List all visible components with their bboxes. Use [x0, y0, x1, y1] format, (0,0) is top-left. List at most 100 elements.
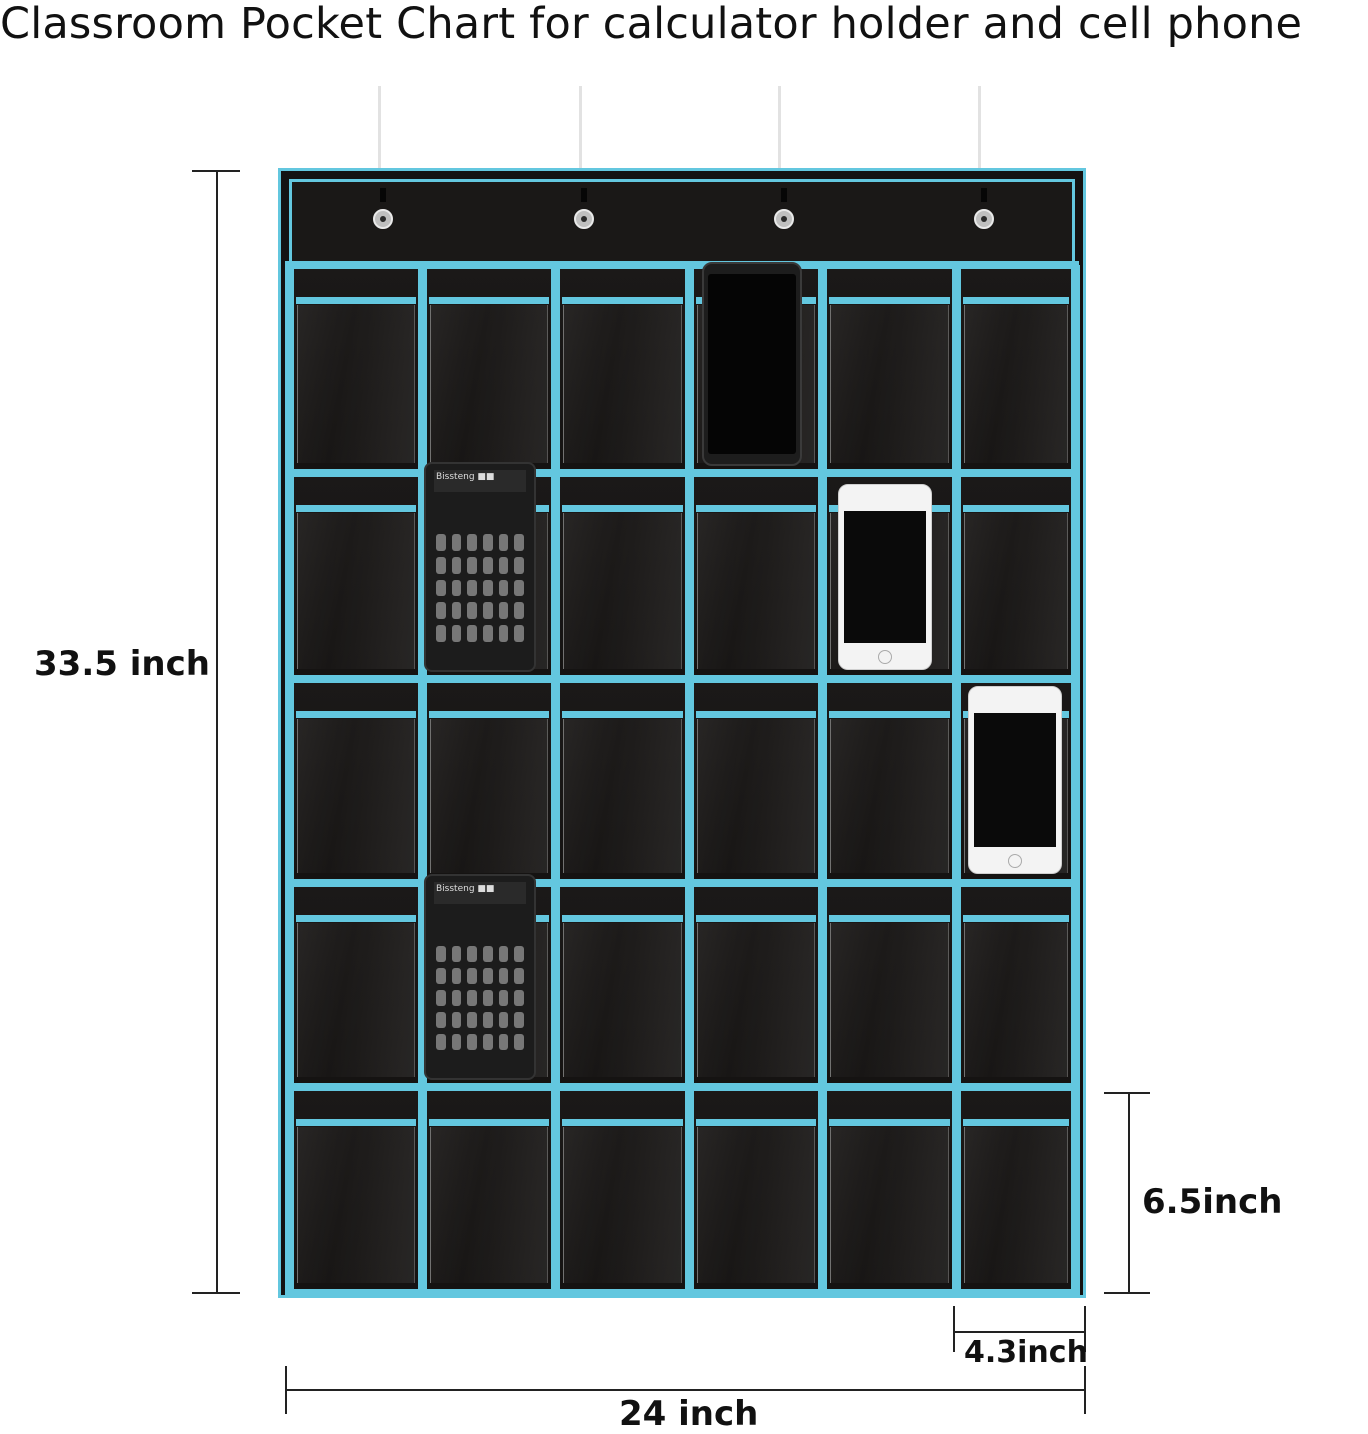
height-dimension-cap [192, 1292, 240, 1294]
trim-strip-vertical [952, 265, 961, 1295]
pocket-lip [296, 1119, 416, 1126]
trim-strip-horizontal [285, 1289, 1079, 1297]
trim-strip-vertical [818, 265, 827, 1295]
calculator-key [436, 602, 446, 620]
pocket-clear-sleeve [830, 305, 949, 463]
trim-strip-horizontal [285, 879, 1079, 887]
hook-icon [781, 188, 787, 202]
calculator-key [467, 579, 477, 597]
trim-strip-horizontal [285, 469, 1079, 477]
grommet-icon [774, 209, 794, 229]
calculator-key [436, 556, 446, 574]
trim-strip-vertical [285, 265, 294, 1295]
pocket-clear-sleeve [964, 923, 1068, 1077]
calculator-key [467, 990, 477, 1006]
pocket-lip [829, 915, 950, 922]
pocket-height-dimension-cap [1104, 1292, 1150, 1294]
pocket [827, 683, 952, 879]
calculator-key [514, 990, 524, 1006]
pocket-lip [829, 1119, 950, 1126]
calculator: Bissteng ■■ [424, 874, 536, 1080]
width-dimension-cap [1084, 1366, 1086, 1414]
pocket-lip [562, 915, 683, 922]
trim-strip-vertical [418, 265, 427, 1295]
pocket-lip [562, 505, 683, 512]
hanging-string [978, 86, 981, 170]
pocket-lip [296, 505, 416, 512]
calculator-key [467, 1034, 477, 1050]
pocket [694, 887, 818, 1083]
pocket-lip [963, 915, 1069, 922]
calculator-keys [436, 534, 524, 642]
phone-black [702, 262, 802, 466]
pocket-clear-sleeve [297, 513, 415, 669]
pocket [827, 887, 952, 1083]
pocket [961, 1091, 1071, 1289]
trim-strip-vertical [685, 265, 694, 1295]
calculator-key [467, 534, 477, 551]
calculator-key [498, 1034, 509, 1050]
pocket-clear-sleeve [297, 305, 415, 463]
calculator-key [483, 990, 493, 1006]
grommet-icon [373, 209, 393, 229]
pocket-clear-sleeve [830, 923, 949, 1077]
trim-strip-vertical [551, 265, 560, 1295]
calculator-key [467, 946, 477, 962]
calculator-key [467, 968, 477, 984]
calculator-key [514, 534, 524, 551]
pocket-lip [429, 1119, 549, 1126]
pocket [694, 683, 818, 879]
pocket [427, 269, 551, 469]
pocket-lip [696, 915, 816, 922]
pocket-width-label: 4.3inch [964, 1335, 1088, 1370]
pocket [560, 683, 685, 879]
pocket-clear-sleeve [697, 719, 815, 873]
calculator-key [498, 1012, 509, 1028]
calculator-key [483, 625, 493, 642]
width-dimension-line [286, 1389, 1086, 1391]
pocket-width-dimension-cap [953, 1306, 955, 1352]
pocket [427, 683, 551, 879]
calculator-key [451, 990, 462, 1006]
pocket-lip [296, 297, 416, 304]
pocket-chart-organizer [278, 168, 1086, 1298]
pocket-clear-sleeve [563, 923, 682, 1077]
pocket [427, 1091, 551, 1289]
height-dimension-line [216, 170, 218, 1294]
calculator-key [483, 602, 493, 620]
calculator-key [483, 1034, 493, 1050]
calculator-key [451, 968, 462, 984]
calculator-key [483, 534, 493, 551]
calculator-key [483, 1012, 493, 1028]
pocket [560, 477, 685, 675]
calculator-key [514, 556, 524, 574]
calculator-key [467, 1012, 477, 1028]
calculator-key [451, 1012, 462, 1028]
calculator-key [498, 946, 509, 962]
pocket-clear-sleeve [964, 513, 1068, 669]
header-band [289, 179, 1075, 265]
pocket [961, 269, 1071, 469]
pocket-height-dimension-cap [1104, 1092, 1150, 1094]
grommet-icon [574, 209, 594, 229]
pocket-clear-sleeve [830, 719, 949, 873]
pocket-lip [963, 297, 1069, 304]
calculator-key [514, 602, 524, 620]
calculator-key [498, 579, 509, 597]
pocket-lip [696, 505, 816, 512]
height-label: 33.5 inch [34, 644, 210, 684]
page-title: Classroom Pocket Chart for calculator ho… [0, 0, 1303, 49]
pocket [294, 477, 418, 675]
calculator-key [514, 625, 524, 642]
calculator-key [483, 556, 493, 574]
hanging-string [579, 86, 582, 170]
calculator-key [514, 946, 524, 962]
calculator-key [514, 579, 524, 597]
pocket-lip [296, 915, 416, 922]
pocket-clear-sleeve [297, 1127, 415, 1283]
pocket-height-dimension-line [1128, 1092, 1130, 1294]
pocket-lip [829, 297, 950, 304]
hanging-string [778, 86, 781, 170]
pocket-width-dimension-cap [1084, 1306, 1086, 1352]
calculator: Bissteng ■■ [424, 462, 536, 672]
